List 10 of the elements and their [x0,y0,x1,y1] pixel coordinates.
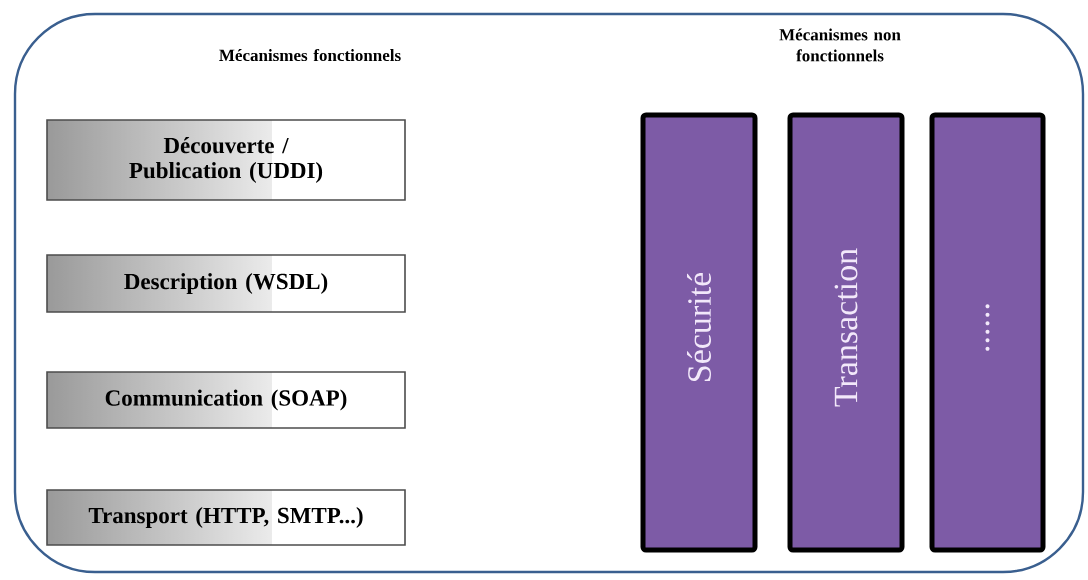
pillar-bar: ...... [929,112,1046,553]
outer-frame [13,12,1085,574]
column-heading: Mécanismes fonctionnels [219,48,401,62]
layer-box: Découverte / Publication (UDDI) [46,119,406,201]
pillar-bar: Sécurité [640,112,758,553]
pillar-bar: Transaction [787,112,905,553]
layer-box: Transport (HTTP, SMTP...) [46,489,406,546]
column-heading: Mécanismes non fonctionnels [779,28,901,62]
layer-box: Description (WSDL) [46,254,406,313]
layer-box: Communication (SOAP) [46,371,406,429]
